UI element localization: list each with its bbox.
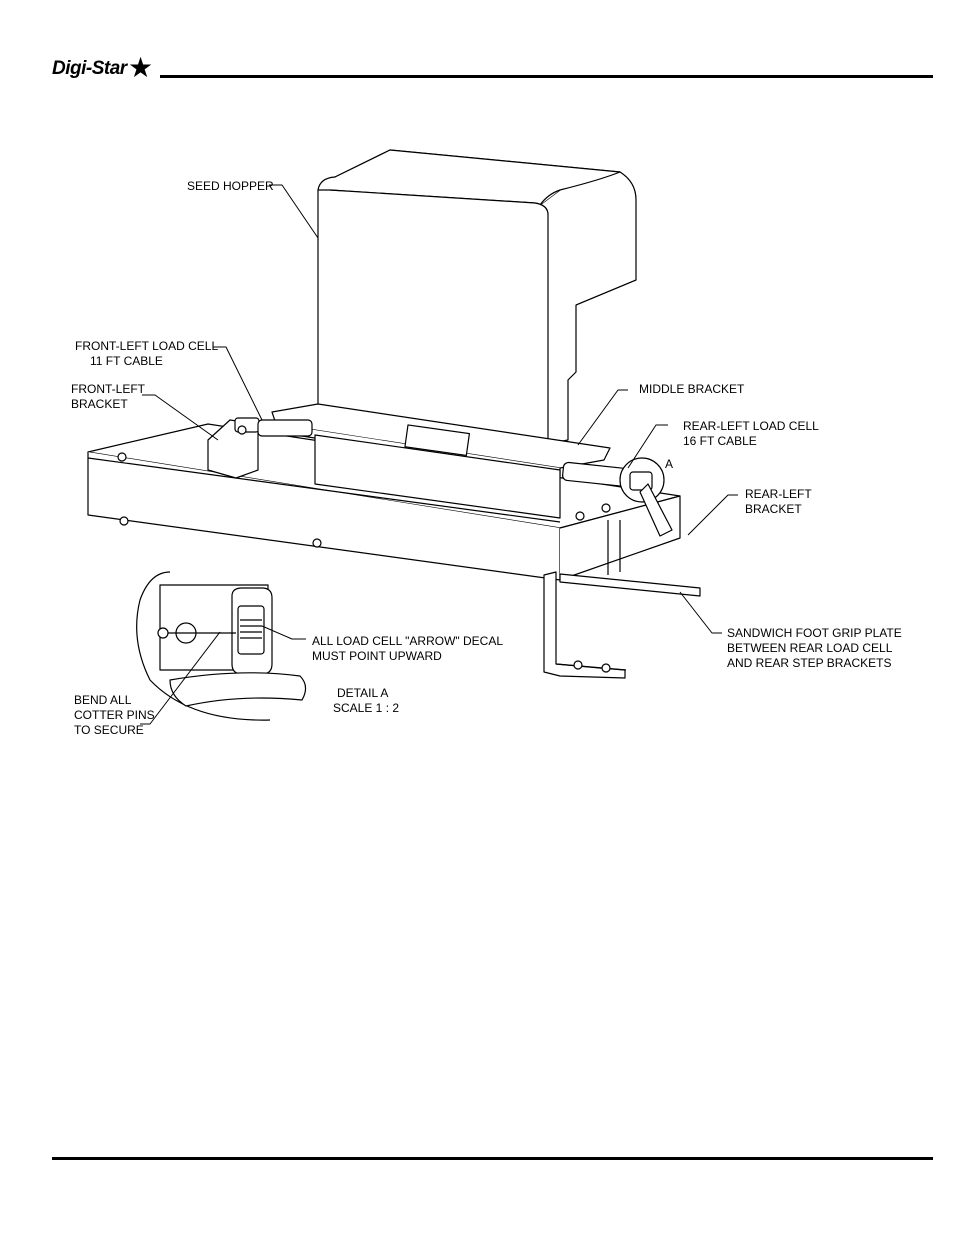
star-icon: ★ [128,52,154,83]
label-line: TO SECURE [74,723,144,737]
label-line: BRACKET [745,502,802,516]
label-line: DETAIL A [337,686,389,700]
logo-wordmark: Digi-Star [52,58,127,79]
rear-load-cell [562,457,665,503]
label-line: SCALE 1 : 2 [333,701,400,715]
label-arrow-decal: ALL LOAD CELL "ARROW" DECAL MUST POINT U… [312,634,503,664]
header-rule [160,75,933,78]
label-line: 16 FT CABLE [683,434,757,448]
label-line: COTTER PINS [74,708,155,722]
label-cotter-pins: BEND ALL COTTER PINS TO SECURE [74,693,155,738]
label-line: BEND ALL [74,693,132,707]
leader-lines [140,184,738,725]
label-detail-a: DETAIL A SCALE 1 : 2 [333,686,399,716]
seed-hopper [317,149,637,448]
detail-marker: A [665,457,674,471]
label-line: MUST POINT UPWARD [312,649,442,663]
label-line: FRONT-LEFT LOAD CELL [75,339,219,353]
label-middle-bracket: MIDDLE BRACKET [639,382,745,396]
label-line: AND REAR STEP BRACKETS [727,656,892,670]
label-line: 11 FT CABLE [90,354,163,368]
label-sandwich-plate: SANDWICH FOOT GRIP PLATE BETWEEN REAR LO… [727,626,902,671]
label-front-left-load-cell: FRONT-LEFT LOAD CELL 11 FT CABLE [75,339,218,369]
label-line: REAR-LEFT [745,487,812,501]
side-plate [314,434,561,519]
label-line: REAR-LEFT LOAD CELL [683,419,819,433]
label-seed-hopper: SEED HOPPER [187,179,274,193]
label-rear-left-load-cell: REAR-LEFT LOAD CELL 16 FT CABLE [683,419,819,449]
label-line: BETWEEN REAR LOAD CELL [727,641,893,655]
label-rear-left-bracket: REAR-LEFT BRACKET [745,487,812,517]
footer-rule [52,1157,933,1160]
label-line: ALL LOAD CELL "ARROW" DECAL [312,634,504,648]
detail-a-view [136,571,307,721]
digi-star-logo: Digi-Star ★ [52,54,162,88]
label-front-left-bracket: FRONT-LEFT BRACKET [71,382,145,412]
rear-left-bracket [639,483,673,537]
front-left-bracket [207,417,313,479]
rear-step-bracket [543,571,701,679]
bolts [117,425,611,673]
label-line: FRONT-LEFT [71,382,145,396]
label-line: SANDWICH FOOT GRIP PLATE [727,626,902,640]
label-line: BRACKET [71,397,128,411]
